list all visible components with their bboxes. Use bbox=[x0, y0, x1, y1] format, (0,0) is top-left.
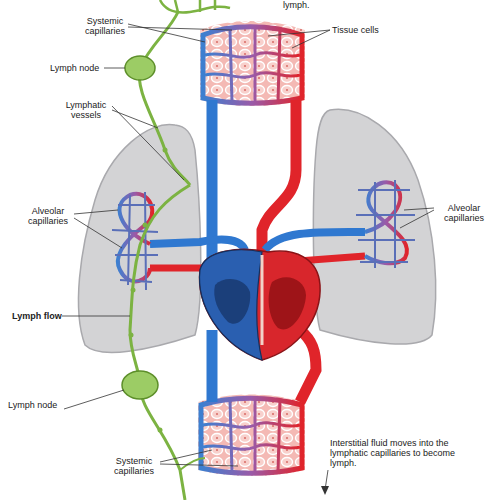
heart-chamber bbox=[269, 277, 306, 329]
lymph-valve bbox=[143, 223, 148, 228]
pulmonary-artery bbox=[150, 240, 245, 250]
part-label: Lymphatic vessels bbox=[58, 100, 114, 120]
left-lung bbox=[78, 124, 200, 352]
inferior-vena-cava bbox=[207, 330, 218, 402]
heart-chamber bbox=[214, 279, 250, 324]
part-label: Alveolar capillaries bbox=[436, 203, 492, 223]
lymph-valve bbox=[158, 428, 163, 433]
lymph-valve bbox=[131, 288, 136, 293]
region-label: Systemic capillaries bbox=[78, 16, 132, 36]
flow-label: Lymph flow bbox=[12, 311, 72, 321]
lymph-valve bbox=[163, 148, 168, 153]
note-text: Interstitial fluid moves into the lympha… bbox=[330, 438, 480, 468]
pulmonary-artery bbox=[265, 232, 365, 250]
capillary-network bbox=[205, 27, 300, 104]
part-label: Lymph node bbox=[50, 63, 106, 73]
descending-aorta bbox=[300, 330, 316, 402]
leader-lines bbox=[62, 24, 434, 490]
lymph-valve bbox=[129, 333, 134, 338]
lymphatic-vessel bbox=[130, 185, 190, 500]
part-label: Lymph node bbox=[8, 400, 66, 410]
arrow-head bbox=[321, 486, 329, 495]
region-label: Tissue cells bbox=[332, 25, 402, 35]
caption-text: lymph. bbox=[283, 0, 333, 10]
lymph-node bbox=[122, 371, 158, 399]
region-label: Systemic capillaries bbox=[106, 456, 162, 476]
part-label: Alveolar capillaries bbox=[20, 206, 76, 226]
alveolar-network bbox=[356, 180, 415, 268]
septum bbox=[261, 255, 264, 345]
alveolar-capillary bbox=[365, 182, 407, 263]
heart-right-side bbox=[200, 250, 262, 360]
tissue-bed bbox=[198, 395, 305, 477]
lymphatic-capillary bbox=[160, 0, 230, 13]
capillary-network bbox=[203, 398, 300, 474]
lymph-node bbox=[125, 56, 155, 80]
lymphatic-vessel bbox=[139, 12, 190, 185]
capillary-loop bbox=[201, 398, 302, 473]
capillary-loop bbox=[203, 27, 302, 104]
heart bbox=[200, 249, 321, 360]
right-lung bbox=[313, 109, 435, 344]
lymphatic-capillary bbox=[180, 458, 205, 470]
